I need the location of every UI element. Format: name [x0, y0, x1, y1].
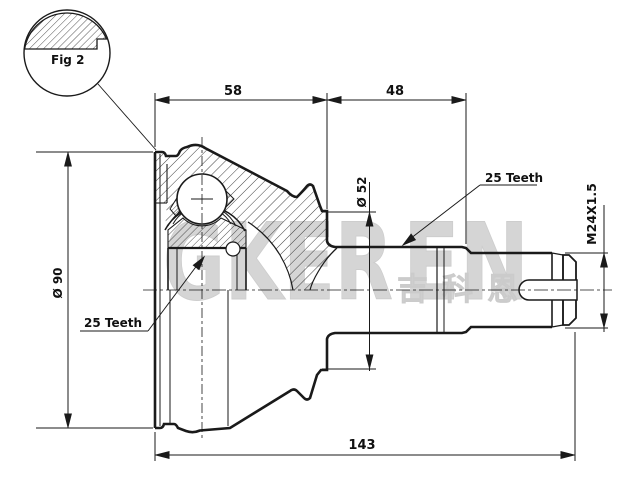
outer-profile-top: [155, 143, 552, 255]
dim-text-48: 48: [386, 84, 404, 99]
teeth-left-arrow: [192, 255, 206, 271]
dimension-lines: [36, 93, 608, 461]
dim-text-m24: M24X1.5: [584, 183, 599, 245]
arrow-m24-top: [600, 253, 608, 268]
arrow-58-left: [155, 96, 170, 104]
fig2-leader-line: [97, 83, 157, 151]
dim-text-58: 58: [224, 84, 242, 99]
dim-text-d52: Ø 52: [355, 176, 369, 207]
dim-text-teeth-right: 25 Teeth: [485, 171, 543, 185]
dim-text-d90: Ø 90: [51, 267, 65, 298]
outer-profile-bottom: [155, 325, 552, 434]
inner-race-section: [167, 217, 247, 249]
joint-linework: [153, 143, 578, 434]
dim-text-teeth-left: 25 Teeth: [84, 316, 142, 330]
teeth-right-arrow: [401, 233, 417, 247]
arrow-143-right: [560, 451, 575, 459]
centerlines: [143, 137, 612, 440]
arrow-d52-top: [365, 212, 374, 227]
fig2-section-profile: [23, 12, 108, 50]
arrow-m24-bottom: [600, 313, 608, 328]
collar-bottom-edge: [551, 324, 564, 328]
wall-inner-boundary: [309, 247, 338, 291]
arrow-d90-top: [64, 152, 72, 167]
arrow-143-left: [155, 451, 170, 459]
teeth-right-leader: [405, 184, 481, 243]
arrow-48-right: [451, 96, 466, 104]
collar-top-edge: [551, 252, 564, 256]
arrow-48-left: [327, 96, 342, 104]
teeth-left-leader: [147, 259, 202, 332]
watermark: GKER EN 吉科恩: [163, 201, 530, 325]
cavity-right-boundary: [247, 221, 294, 291]
dim-text-143: 143: [348, 438, 375, 453]
fig2-label: Fig 2: [51, 53, 84, 67]
fig2-detail: [23, 9, 157, 151]
arrow-58-right: [312, 96, 327, 104]
arrow-d52-bottom: [365, 354, 374, 369]
circlip-detail-circle: [225, 241, 241, 257]
arrow-d90-bottom: [64, 413, 72, 428]
